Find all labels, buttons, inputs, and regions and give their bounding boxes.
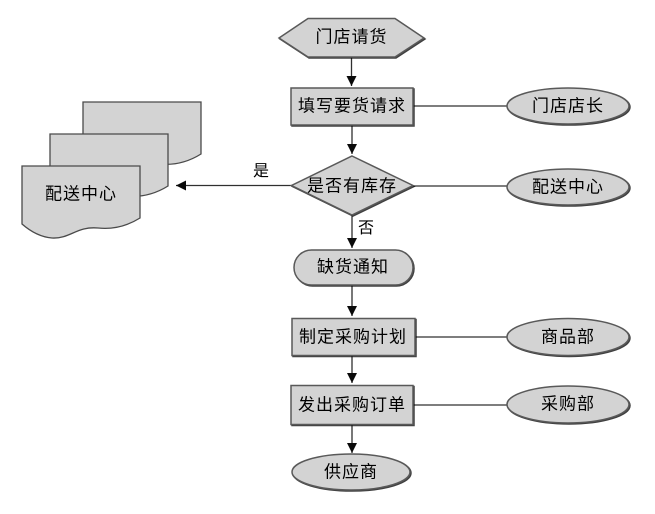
multi-document-shape	[21, 101, 202, 239]
store-manager-label: 门店店长	[532, 96, 604, 117]
decision-stock	[289, 155, 415, 216]
merchandise-dept-label: 商品部	[541, 327, 595, 348]
role-store-manager	[506, 87, 630, 125]
connector-lines	[176, 57, 509, 453]
stock-decision-label: 是否有库存	[307, 176, 397, 197]
fill-request-label: 填写要货请求	[298, 96, 406, 117]
stockout-notice-label: 缺货通知	[317, 257, 389, 278]
issue-purchase-order-label: 发出采购订单	[298, 395, 406, 416]
document-front	[21, 165, 141, 239]
make-purchase-plan-label: 制定采购计划	[299, 327, 407, 348]
process-fill-request	[290, 87, 414, 126]
start-label: 门店请货	[315, 27, 388, 48]
process-issue-purchase-order	[290, 384, 414, 426]
start-hexagon	[277, 17, 426, 58]
distribution-center-label: 配送中心	[532, 177, 604, 198]
role-purchasing-dept	[506, 385, 630, 424]
edge-label-no: 否	[357, 218, 375, 237]
supplier-label: 供应商	[324, 462, 378, 483]
terminator-stockout-notice	[293, 249, 414, 286]
role-distribution-center	[506, 168, 630, 206]
purchasing-dept-label: 采购部	[541, 394, 595, 415]
role-merchandise-dept	[506, 317, 630, 357]
edge-label-yes: 是	[252, 161, 270, 180]
role-supplier	[291, 453, 411, 491]
process-make-purchase-plan	[291, 317, 416, 357]
distribution-docs-label: 配送中心	[45, 184, 117, 205]
